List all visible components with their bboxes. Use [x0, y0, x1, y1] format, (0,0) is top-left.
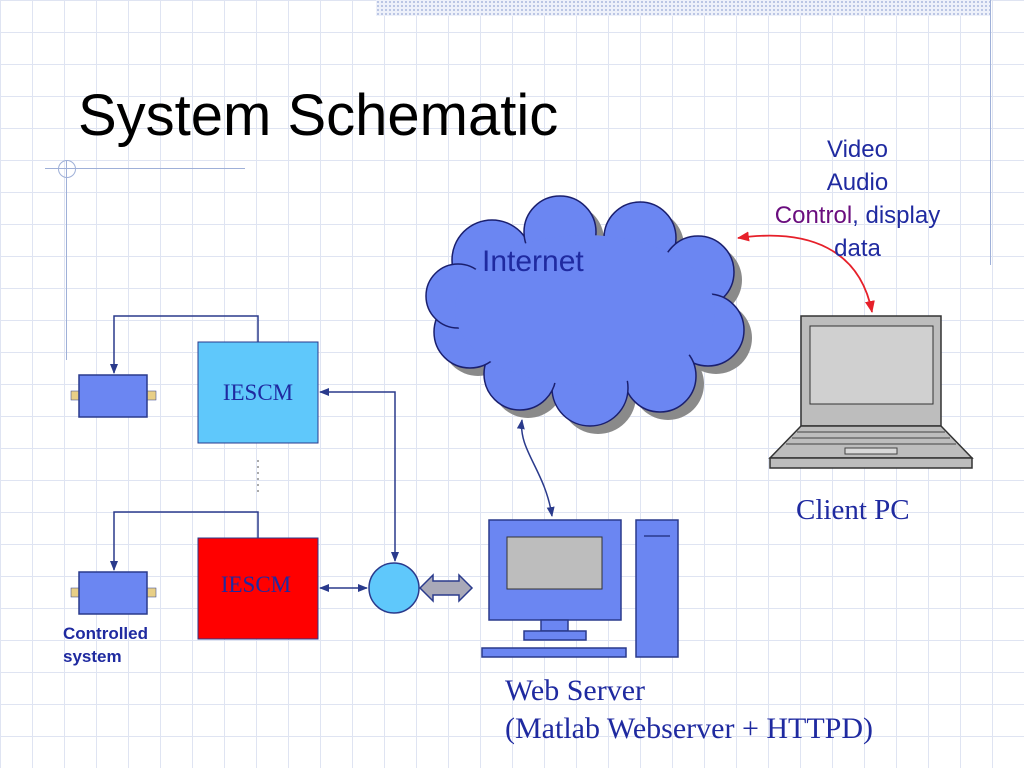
- iescm-bottom-label: IESCM: [220, 572, 292, 597]
- iescm-top-hub-link: [319, 388, 399, 562]
- controlled-system-top: [70, 374, 157, 418]
- rule-circle-ornament: [58, 160, 76, 178]
- annotation-control: Control, display: [745, 199, 970, 232]
- client-pc-laptop: [768, 315, 974, 469]
- cloud-server-arrow: [516, 419, 555, 517]
- data-stream-annotation: Video Audio Control, display data: [745, 133, 970, 265]
- left-vertical-rule: [66, 160, 67, 360]
- internet-cloud-core: [455, 235, 715, 385]
- iescm-bottom-control-line: [110, 511, 259, 571]
- top-decorative-band: [376, 0, 991, 16]
- annotation-control-word: Control: [774, 202, 853, 229]
- controlled-system-label: Controlled system: [63, 622, 148, 668]
- cloud-client-arrow: [737, 231, 875, 313]
- internet-label: Internet: [482, 245, 584, 278]
- controlled-system-label-line1: Controlled: [63, 624, 148, 643]
- iescm-top-box: [197, 341, 319, 444]
- web-server-subtitle: (Matlab Webserver + HTTPD): [505, 712, 874, 745]
- web-server-computer: [481, 519, 679, 658]
- network-hub: [368, 562, 420, 614]
- client-pc-label: Client PC: [796, 494, 910, 526]
- slide-title: System Schematic: [78, 83, 559, 148]
- right-decorative-rule: [990, 0, 991, 265]
- iescm-top-label: IESCM: [222, 380, 294, 405]
- iescm-top-control-line: [110, 315, 259, 374]
- annotation-audio: Audio: [826, 169, 889, 196]
- controlled-system-bottom: [70, 571, 157, 615]
- iescm-bottom-box: [197, 537, 319, 640]
- web-server-label: Web Server: [505, 674, 646, 707]
- controlled-system-label-line2: system: [63, 647, 122, 666]
- annotation-video: Video: [827, 136, 888, 163]
- annotation-data: data: [834, 235, 881, 262]
- annotation-display-word: , display: [852, 202, 941, 229]
- title-underline-rule: [45, 168, 245, 169]
- hub-server-double-arrow: [418, 573, 474, 603]
